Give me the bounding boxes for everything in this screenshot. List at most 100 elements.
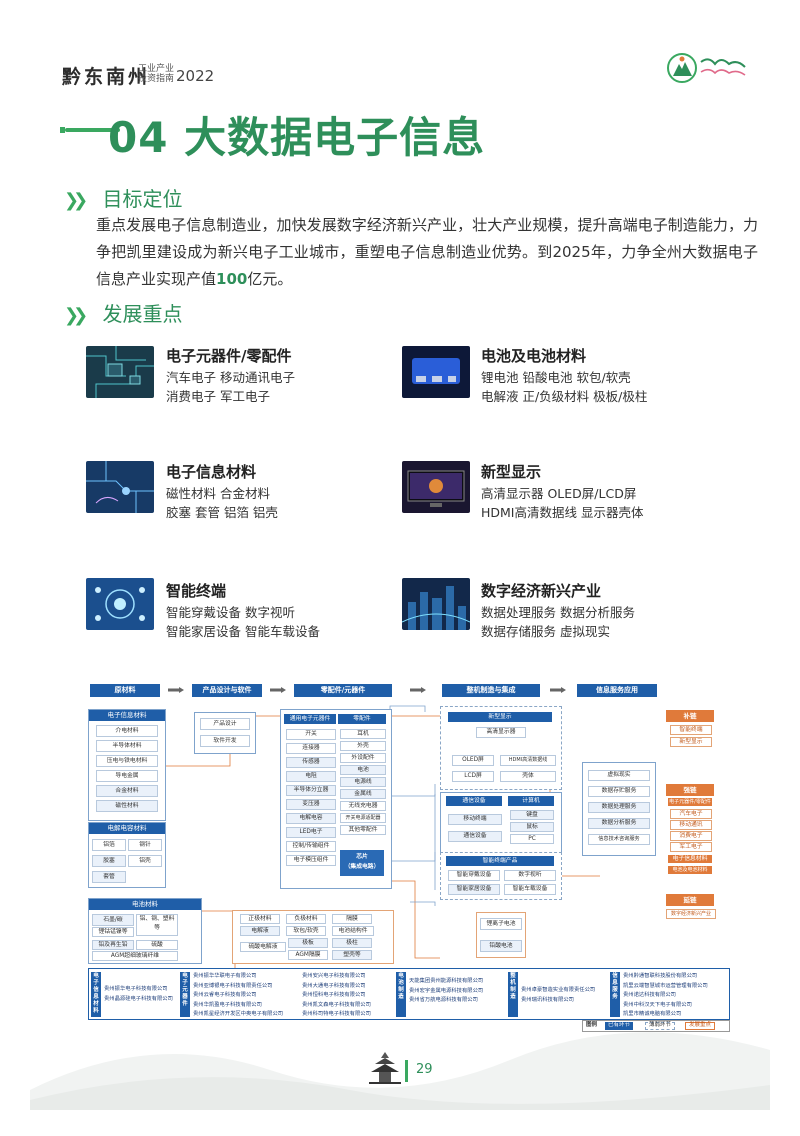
section-heading-focus: ❯❯ 发展重点 xyxy=(64,298,183,327)
display-item: 高清显示器 xyxy=(476,727,526,738)
mountain-backdrop xyxy=(30,1032,770,1110)
card-line: 智能穿戴设备 数字视听 xyxy=(166,605,295,620)
card-line: 胶塞 套管 铝箔 铝壳 xyxy=(166,505,278,520)
material-item: 铝壳 xyxy=(128,855,162,867)
card-line: 高清显示器 OLED屏/LCD屏 xyxy=(481,486,637,501)
general-comp-title: 通用电子元器件 xyxy=(284,714,336,724)
battery-part-item: 负极材料 xyxy=(286,914,326,924)
company-name: 贵州恒科电子科技有限公司 xyxy=(302,992,366,998)
card-line: 数据处理服务 数据分析服务 xyxy=(481,605,635,620)
service-item: 信息技术咨询服务 xyxy=(588,834,650,845)
material-item: AGM超细玻璃纤维 xyxy=(92,951,178,961)
component-item: 控制/传输组件 xyxy=(286,841,336,852)
chain-qiang-title: 强链 xyxy=(666,784,714,796)
material-item: 半导体材料 xyxy=(96,740,158,752)
legend: 图例 已有环节 薄弱环节 发展重点 xyxy=(582,1020,730,1032)
service-item: 虚拟现实 xyxy=(588,770,650,781)
card-title-digital-economy: 数字经济新兴产业 xyxy=(481,582,602,600)
double-chevron-icon: ❯❯ xyxy=(64,305,88,326)
component-item: 开关 xyxy=(286,729,336,740)
component-item: 电阻 xyxy=(286,771,336,782)
stage-raw-materials: 原材料 xyxy=(90,684,160,697)
material-item: 导电金属 xyxy=(96,770,158,782)
battery-part-item: 极柱 xyxy=(332,938,372,948)
part-item: 外壳 xyxy=(340,741,386,751)
company-name: 贵州卓豪智造实业有限责任公司 xyxy=(521,987,596,993)
material-item: 合金材料 xyxy=(96,785,158,797)
chip-block: 芯片 （集成电路） xyxy=(340,850,384,876)
company-list: 贵州安兴电子科技有限公司 贵州大通电子科技有限公司 贵州恒科电子科技有限公司 贵… xyxy=(302,972,371,1020)
company-name: 贵州科司特电子科技有限公司 xyxy=(302,1011,371,1017)
section-heading-focus-text: 发展重点 xyxy=(102,302,183,326)
company-list: 贵州振华华联电子有限公司 贵州亚博银电子科技有限责任公司 贵州云睿电子科技有限公… xyxy=(193,972,283,1020)
goal-paragraph: 重点发展电子信息制造业，加快发展数字经济新兴产业，壮大产业规模，提升高端电子制造… xyxy=(96,212,758,293)
page-title: 04 大数据电子信息 xyxy=(108,113,486,162)
page-number-bar xyxy=(405,1060,408,1082)
smart-item: 数字视听 xyxy=(504,870,556,881)
material-item: 钢针 xyxy=(128,839,162,851)
title-accent-line xyxy=(65,128,120,132)
material-item: 介电材料 xyxy=(96,725,158,737)
part-item: 开关电源适配器 xyxy=(340,813,386,823)
elec-materials-title: 电子信息材料 xyxy=(89,710,165,721)
battery-image xyxy=(402,346,470,398)
stage-design-software: 产品设计与软件 xyxy=(192,684,262,697)
card-title-display: 新型显示 xyxy=(481,463,542,481)
material-item: 铝箔 xyxy=(92,839,126,851)
company-name: 贵州黔通智联科技股份有限公司 xyxy=(623,973,698,979)
chip-label: 芯片 xyxy=(356,854,368,860)
display-item: 壳体 xyxy=(500,771,556,782)
smart-item: 智能家居设备 xyxy=(448,884,500,895)
stage-assembly: 整机制造与集成 xyxy=(442,684,540,697)
component-item: 传感器 xyxy=(286,757,336,768)
section-heading-goal-text: 目标定位 xyxy=(102,187,183,211)
card-line: 汽车电子 移动通讯电子 xyxy=(166,370,295,385)
company-list: 贵州卓豪智造实业有限责任公司 贵州瑞讯科技有限公司 xyxy=(521,986,595,1005)
material-item: 锂钴锰镍等 xyxy=(92,927,134,937)
smart-item: 智能穿戴设备 xyxy=(448,870,500,881)
computer-item: 键盘 xyxy=(510,810,554,820)
battery-part-item: 隔膜 xyxy=(332,914,372,924)
chain-item: 智能终端 xyxy=(670,725,712,735)
battery-output-item: 锂离子电池 xyxy=(480,918,522,930)
card-title-materials: 电子信息材料 xyxy=(166,463,257,481)
card-title-battery: 电池及电池材料 xyxy=(481,347,587,365)
company-category: 整机制造 xyxy=(508,972,518,1017)
battery-part-item: 塑壳等 xyxy=(332,950,372,960)
chain-item: 移动通讯 xyxy=(670,820,712,830)
goal-paragraph-text: 重点发展电子信息制造业，加快发展数字经济新兴产业，壮大产业规模，提升高端电子制造… xyxy=(96,216,758,288)
company-name: 贵州凯星经济开发区中奥电子有限公司 xyxy=(193,1011,284,1017)
design-item: 产品设计 xyxy=(200,718,250,730)
service-item: 数据分析服务 xyxy=(588,818,650,829)
battery-part-item: 电解液 xyxy=(240,926,280,936)
chip-sublabel: （集成电路） xyxy=(344,864,380,870)
material-item: 套管 xyxy=(92,871,126,883)
computer-item: PC xyxy=(510,834,554,844)
region-logo-icon xyxy=(667,53,746,83)
material-item: 铅及再生铅 xyxy=(92,940,134,950)
card-line: HDMI高清数据线 显示器壳体 xyxy=(481,505,644,520)
design-item: 软件开发 xyxy=(200,735,250,747)
company-name: 贵州华凯盈电子科技有限公司 xyxy=(193,1001,262,1008)
part-item: 其他零配件 xyxy=(340,825,386,835)
smart-title: 智能终端产品 xyxy=(446,856,554,866)
material-item: 铝、钢、塑料等 xyxy=(136,914,178,936)
company-name: 贵州亚博银电子科技有限责任公司 xyxy=(193,982,273,989)
battery-part-item: 正极材料 xyxy=(240,914,280,924)
stage-info-services: 信息服务应用 xyxy=(577,684,657,697)
company-name: 贵州凯文森电子科技有限公司 xyxy=(302,1001,371,1008)
chain-item: 军工电子 xyxy=(670,842,712,852)
battery-output-item: 铅酸电池 xyxy=(480,940,522,952)
legend-existing: 已有环节 xyxy=(605,1022,634,1030)
parts-title: 零配件 xyxy=(338,714,386,724)
digital-city-image xyxy=(402,578,470,630)
battery-materials-title: 电池材料 xyxy=(89,899,201,910)
chain-item: 消费电子 xyxy=(670,831,712,841)
company-category: 信息服务 xyxy=(610,972,620,1017)
company-name: 贵州振华电子科技有限公司 xyxy=(104,986,168,992)
battery-part-item: AGM隔膜 xyxy=(288,950,328,960)
company-name: 贵州宏宇金属电源科技有限公司 xyxy=(409,987,484,994)
component-item: 电解电容 xyxy=(286,813,336,824)
brand-subtitle: 工业产业 投资指南 xyxy=(138,64,174,84)
chain-yan-title: 延链 xyxy=(666,894,714,906)
